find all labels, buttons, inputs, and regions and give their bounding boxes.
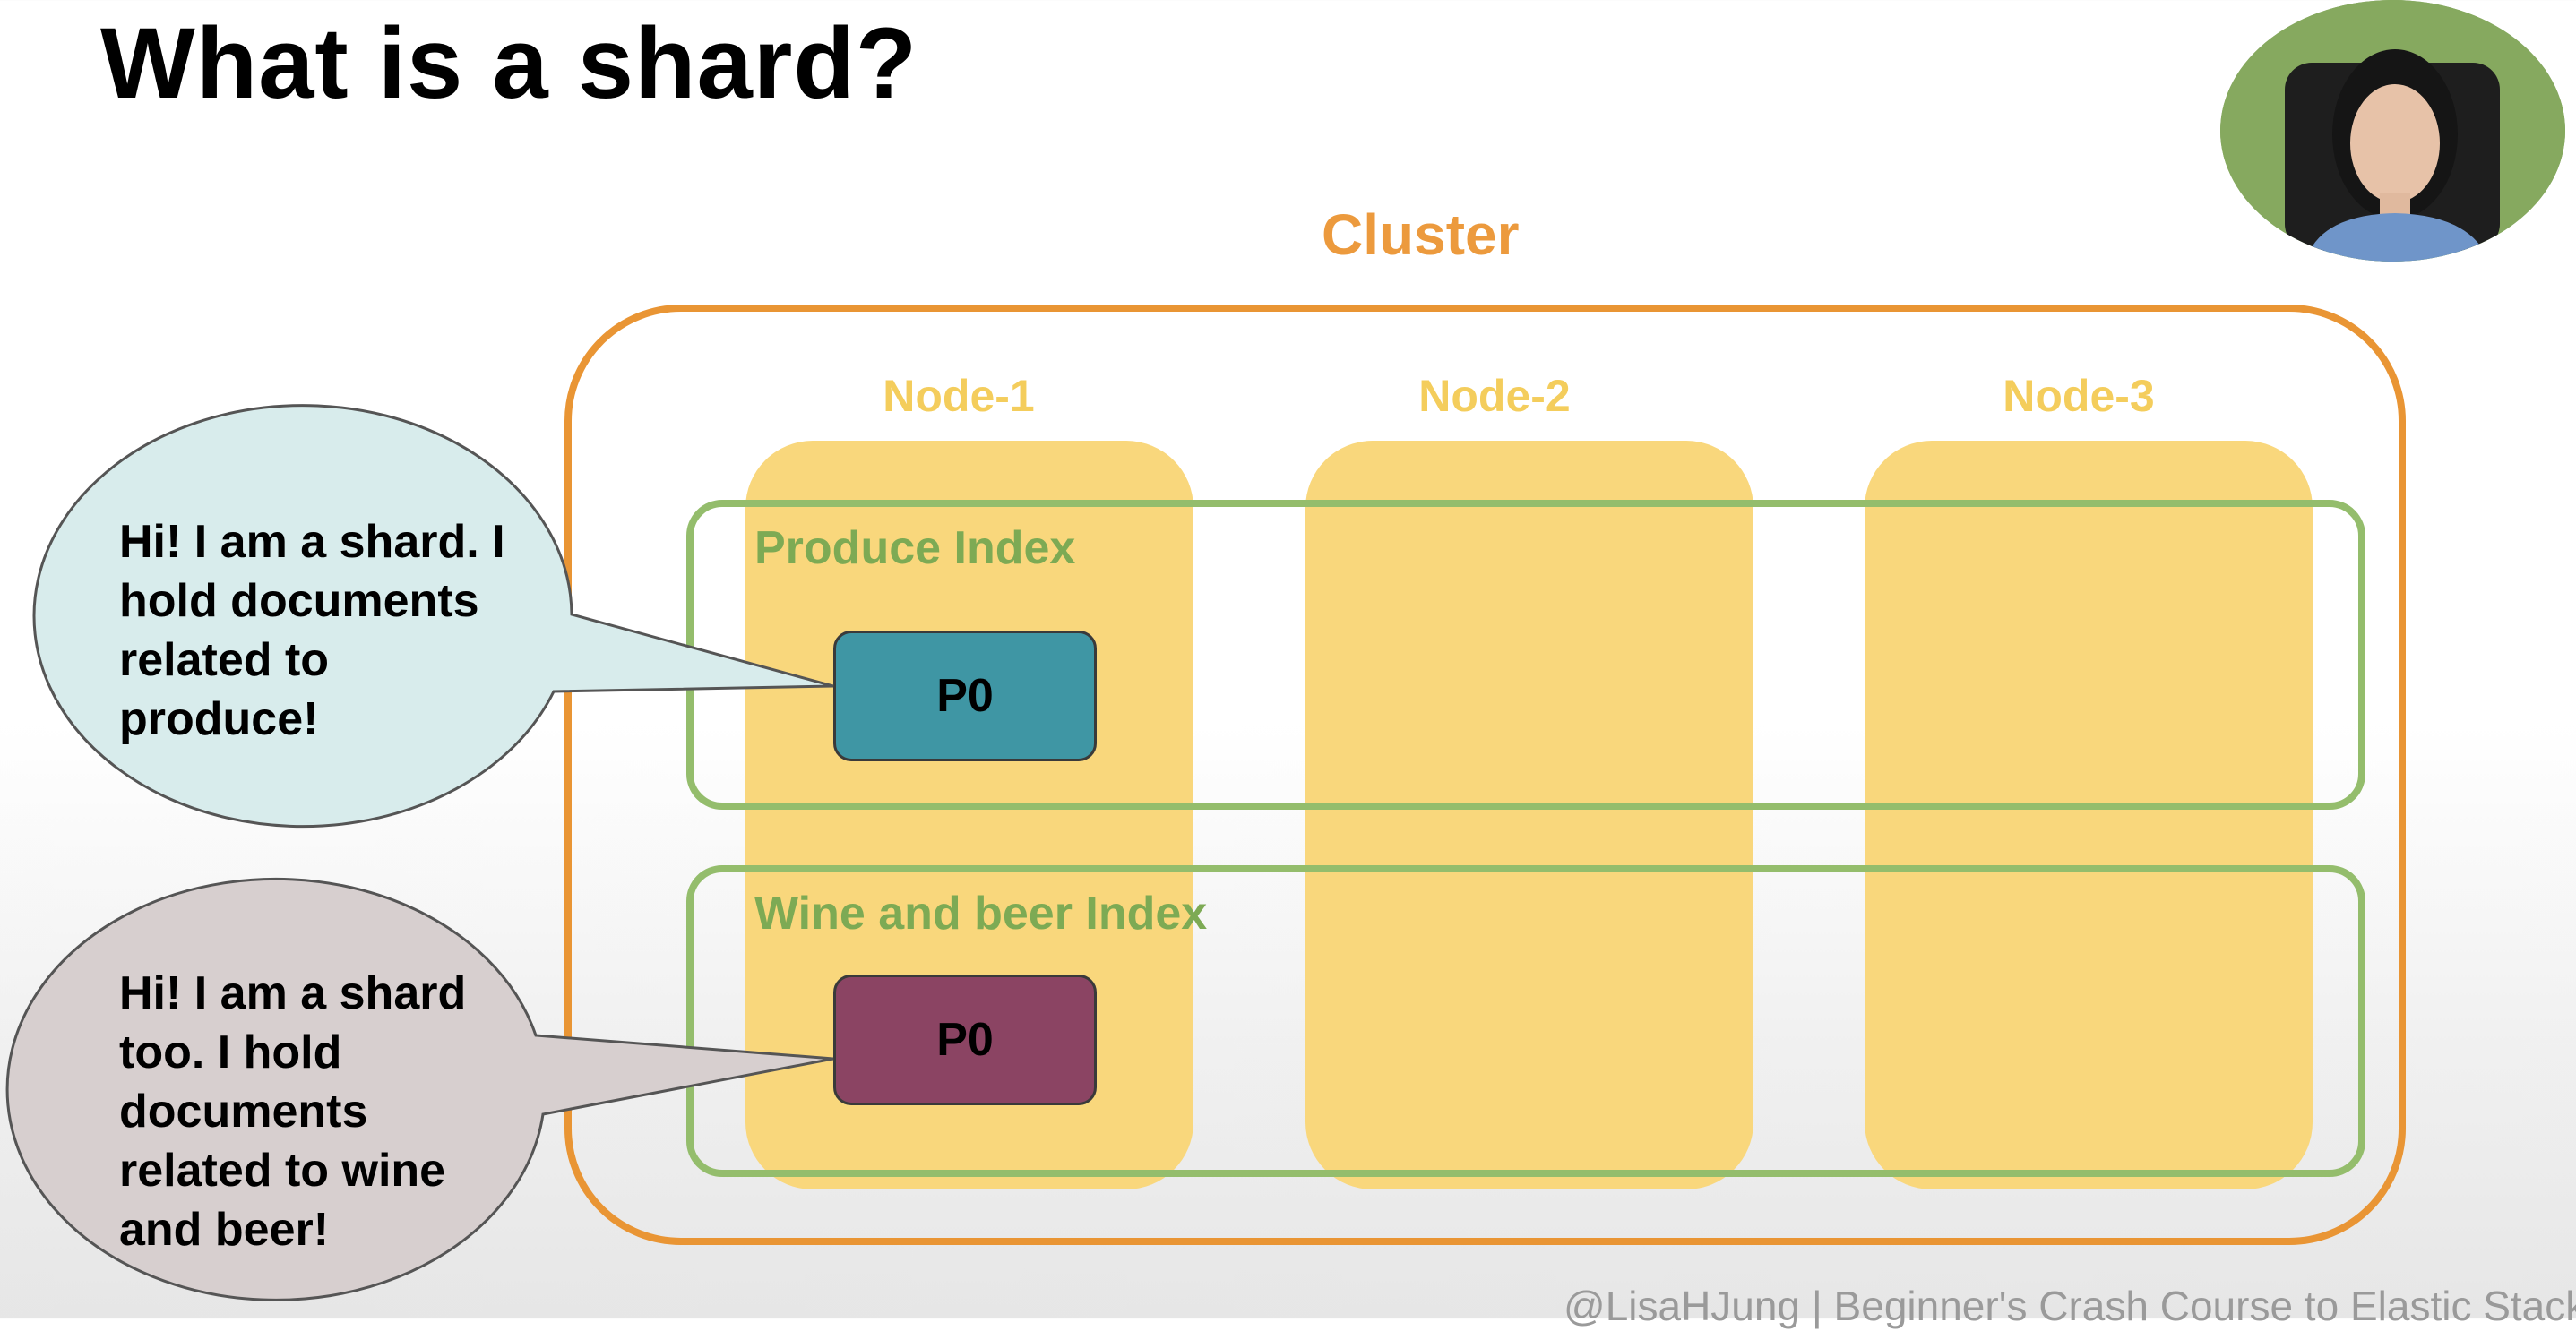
wine-beer-shard-p0: P0	[833, 975, 1097, 1105]
node-3-column	[1865, 441, 2313, 1189]
face-shape	[2350, 84, 2440, 202]
wine-beer-bubble-line: documents	[119, 1086, 368, 1138]
wine-beer-bubble-line: Hi! I am a shard	[119, 967, 467, 1019]
produce-speech-bubble	[32, 404, 834, 829]
wine-beer-bubble-line: too. I hold	[119, 1026, 342, 1078]
cluster-box	[564, 305, 2406, 1245]
node-2-label: Node-2	[1418, 371, 1571, 421]
produce-shard-label: P0	[936, 670, 994, 722]
produce-bubble-line: Hi! I am a shard. I	[119, 516, 505, 568]
wine-beer-shard-label: P0	[936, 1014, 994, 1066]
wine-beer-bubble-text: Hi! I am a shard too. I hold documents r…	[119, 964, 466, 1259]
node-2-column	[1305, 441, 1753, 1189]
shirt-shape	[2305, 213, 2489, 262]
produce-bubble-text: Hi! I am a shard. I hold documents relat…	[119, 512, 505, 749]
produce-bubble-line: produce!	[119, 693, 319, 745]
produce-bubble-line: related to	[119, 634, 330, 686]
node-3-label: Node-3	[2003, 371, 2155, 421]
produce-index-label: Produce Index	[754, 522, 1076, 574]
wine-beer-bubble-line: and beer!	[119, 1204, 330, 1256]
produce-shard-p0: P0	[833, 631, 1097, 761]
cluster-label: Cluster	[1322, 202, 1520, 267]
wine-beer-index-label: Wine and beer Index	[754, 888, 1208, 940]
node-1-label: Node-1	[883, 371, 1035, 421]
produce-bubble-line: hold documents	[119, 575, 479, 627]
wine-beer-index-box	[686, 865, 2365, 1177]
presenter-avatar	[2220, 0, 2565, 262]
wine-beer-bubble-line: related to wine	[119, 1145, 446, 1197]
slide-title: What is a shard?	[100, 7, 918, 119]
presenter-webcam	[2220, 0, 2565, 262]
wine-beer-speech-bubble	[5, 877, 834, 1301]
watermark: @LisaHJung | Beginner's Crash Course to …	[1564, 1283, 2576, 1329]
